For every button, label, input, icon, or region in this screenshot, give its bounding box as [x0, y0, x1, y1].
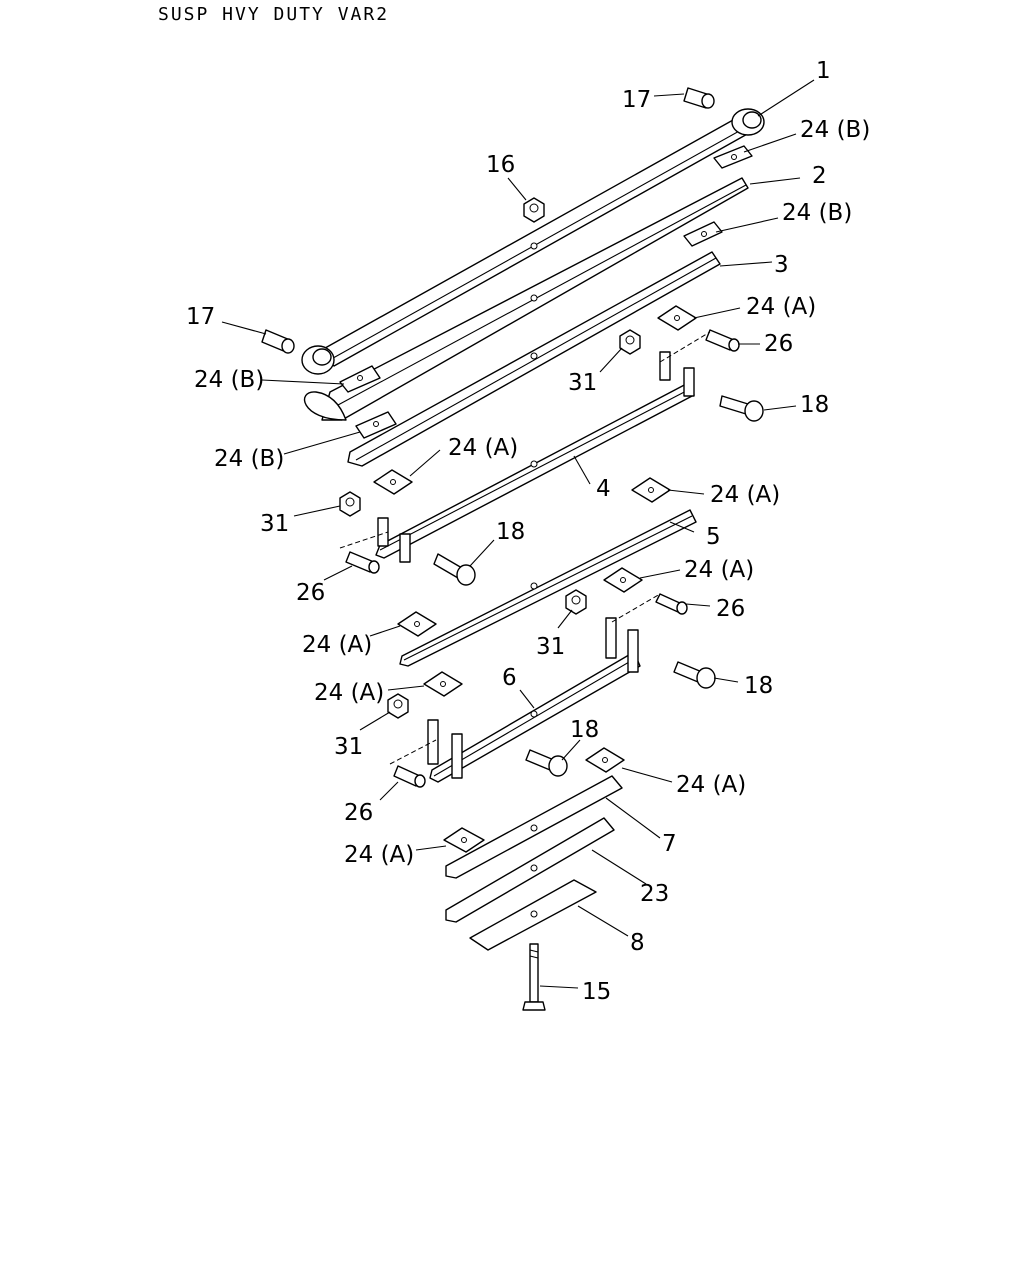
pad-24a-7: [585, 747, 625, 773]
callout-24a-4: 24 (A): [684, 557, 754, 583]
callout-31-d: 31: [334, 734, 363, 760]
callout-4: 4: [596, 476, 611, 502]
callout-24b-3: 24 (B): [194, 367, 264, 393]
callout-31-a: 31: [568, 370, 597, 396]
bolt-18-b: [433, 553, 476, 586]
callout-16: 16: [486, 152, 515, 178]
leader-lines: [221, 79, 815, 989]
pad-24b-4: [355, 411, 397, 439]
pin-26-c: [611, 593, 688, 623]
pin-26-b: [339, 531, 389, 574]
callout-24b-4: 24 (B): [214, 446, 284, 472]
nut-31-b: [339, 491, 361, 517]
callout-8: 8: [630, 930, 645, 956]
callout-7: 7: [662, 831, 677, 857]
leaf-7: [445, 775, 623, 879]
callout-1: 1: [816, 58, 831, 84]
callout-31-b: 31: [260, 511, 289, 537]
callout-24b-2: 24 (B): [782, 200, 852, 226]
leaf-5: [399, 509, 697, 667]
center-bolt-15: [522, 943, 546, 1011]
callout-31-c: 31: [536, 634, 565, 660]
diagram-title: SUSP HVY DUTY VAR2: [158, 4, 390, 25]
leaf-8: [469, 879, 597, 951]
callout-5: 5: [706, 524, 721, 550]
callout-24b-1: 24 (B): [800, 117, 870, 143]
callout-26-b: 26: [296, 580, 325, 606]
pad-24a-8: [443, 827, 485, 853]
callout-26-c: 26: [716, 596, 745, 622]
bolt-18-a: [719, 395, 764, 422]
callout-3: 3: [774, 252, 789, 278]
bushing-17-top: [683, 87, 715, 109]
callout-18-c: 18: [744, 673, 773, 699]
callout-23: 23: [640, 881, 669, 907]
pad-24a-4: [603, 567, 643, 593]
nut-31-d: [387, 693, 409, 719]
callout-24a-3: 24 (A): [710, 482, 780, 508]
leaf-3: [347, 251, 721, 467]
callout-24a-1: 24 (A): [746, 294, 816, 320]
callout-26-a: 26: [764, 331, 793, 357]
callout-18-b: 18: [496, 519, 525, 545]
callout-24a-5: 24 (A): [302, 632, 372, 658]
leaf-23: [445, 817, 615, 923]
callout-17-top: 17: [622, 87, 651, 113]
pad-24b-1: [713, 145, 753, 169]
pad-24a-6: [423, 671, 463, 697]
pad-24b-2: [683, 221, 723, 247]
callout-24a-2: 24 (A): [448, 435, 518, 461]
pad-24a-1: [657, 305, 697, 331]
bolt-18-c: [673, 661, 716, 689]
pad-24a-2: [373, 469, 413, 495]
callout-26-d: 26: [344, 800, 373, 826]
callout-2: 2: [812, 163, 827, 189]
callout-17-left: 17: [186, 304, 215, 330]
callout-24a-6: 24 (A): [314, 680, 384, 706]
leaf-1: [301, 108, 765, 375]
callout-24a-8: 24 (A): [344, 842, 414, 868]
bushing-17-left: [261, 329, 295, 354]
leaf-4: [375, 351, 695, 563]
callout-6: 6: [502, 665, 517, 691]
bolt-18-d: [525, 749, 568, 777]
pad-24a-3: [631, 477, 671, 503]
callout-15: 15: [582, 979, 611, 1005]
callout-18-d: 18: [570, 717, 599, 743]
pad-24a-5: [397, 611, 437, 637]
pad-24b-3: [339, 365, 381, 393]
pin-26-a: [659, 329, 740, 363]
nut-16: [523, 197, 545, 223]
nut-31-a: [619, 329, 641, 355]
nut-31-c: [565, 589, 587, 615]
leaf-2: [303, 177, 749, 421]
callout-18-a: 18: [800, 392, 829, 418]
callout-24a-7: 24 (A): [676, 772, 746, 798]
pin-26-d: [389, 739, 437, 788]
